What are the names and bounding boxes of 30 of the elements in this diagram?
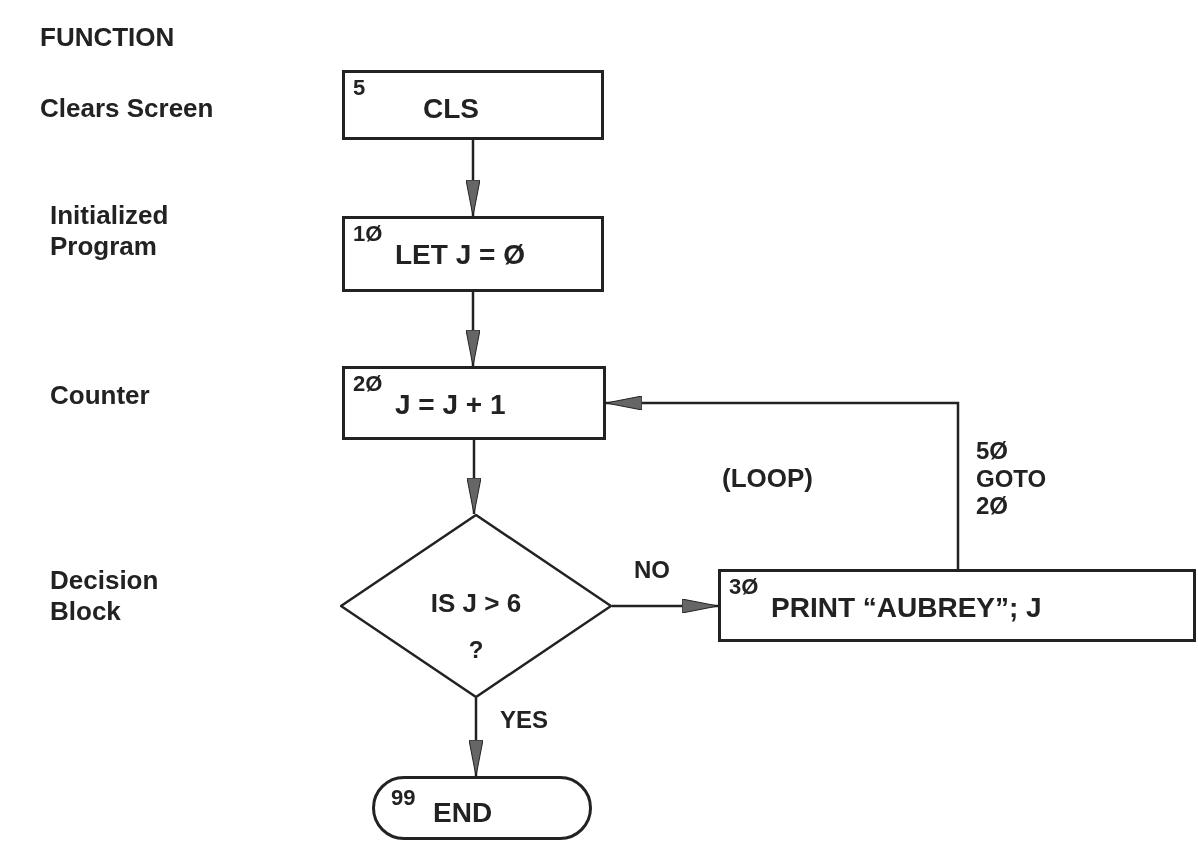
function-label: Decision Block (50, 565, 160, 628)
function-label: Initialized Program (50, 200, 170, 263)
process-box (718, 569, 1196, 642)
arrow (465, 140, 481, 217)
function-label: Counter (50, 380, 151, 412)
statement-text: PRINT “AUBREY”; J (771, 594, 1042, 622)
line-number: 3Ø (729, 576, 759, 598)
statement-text: J = J + 1 (395, 391, 506, 419)
terminal-box (372, 776, 592, 840)
arrow (468, 698, 484, 777)
arrow (612, 598, 719, 614)
heading: FUNCTION (40, 22, 176, 54)
arrow (605, 395, 960, 569)
decision-diamond (340, 514, 612, 698)
line-number: 2Ø (353, 373, 383, 395)
function-label: Clears Screen (40, 93, 215, 125)
question-mark: ? (467, 638, 485, 662)
process-box (342, 366, 606, 440)
line-number: 1Ø (353, 223, 383, 245)
line-number: 5 (353, 77, 366, 99)
process-box (342, 216, 604, 292)
arrow (465, 292, 481, 367)
statement-text: LET J = Ø (395, 241, 525, 269)
line-number: 99 (391, 787, 416, 809)
arrow (466, 440, 482, 515)
loop-label: (LOOP) (722, 463, 814, 495)
process-box (342, 70, 604, 140)
statement-text: CLS (423, 95, 479, 123)
statement-text: END (433, 799, 493, 827)
condition-text: IS J > 6 (429, 590, 523, 616)
